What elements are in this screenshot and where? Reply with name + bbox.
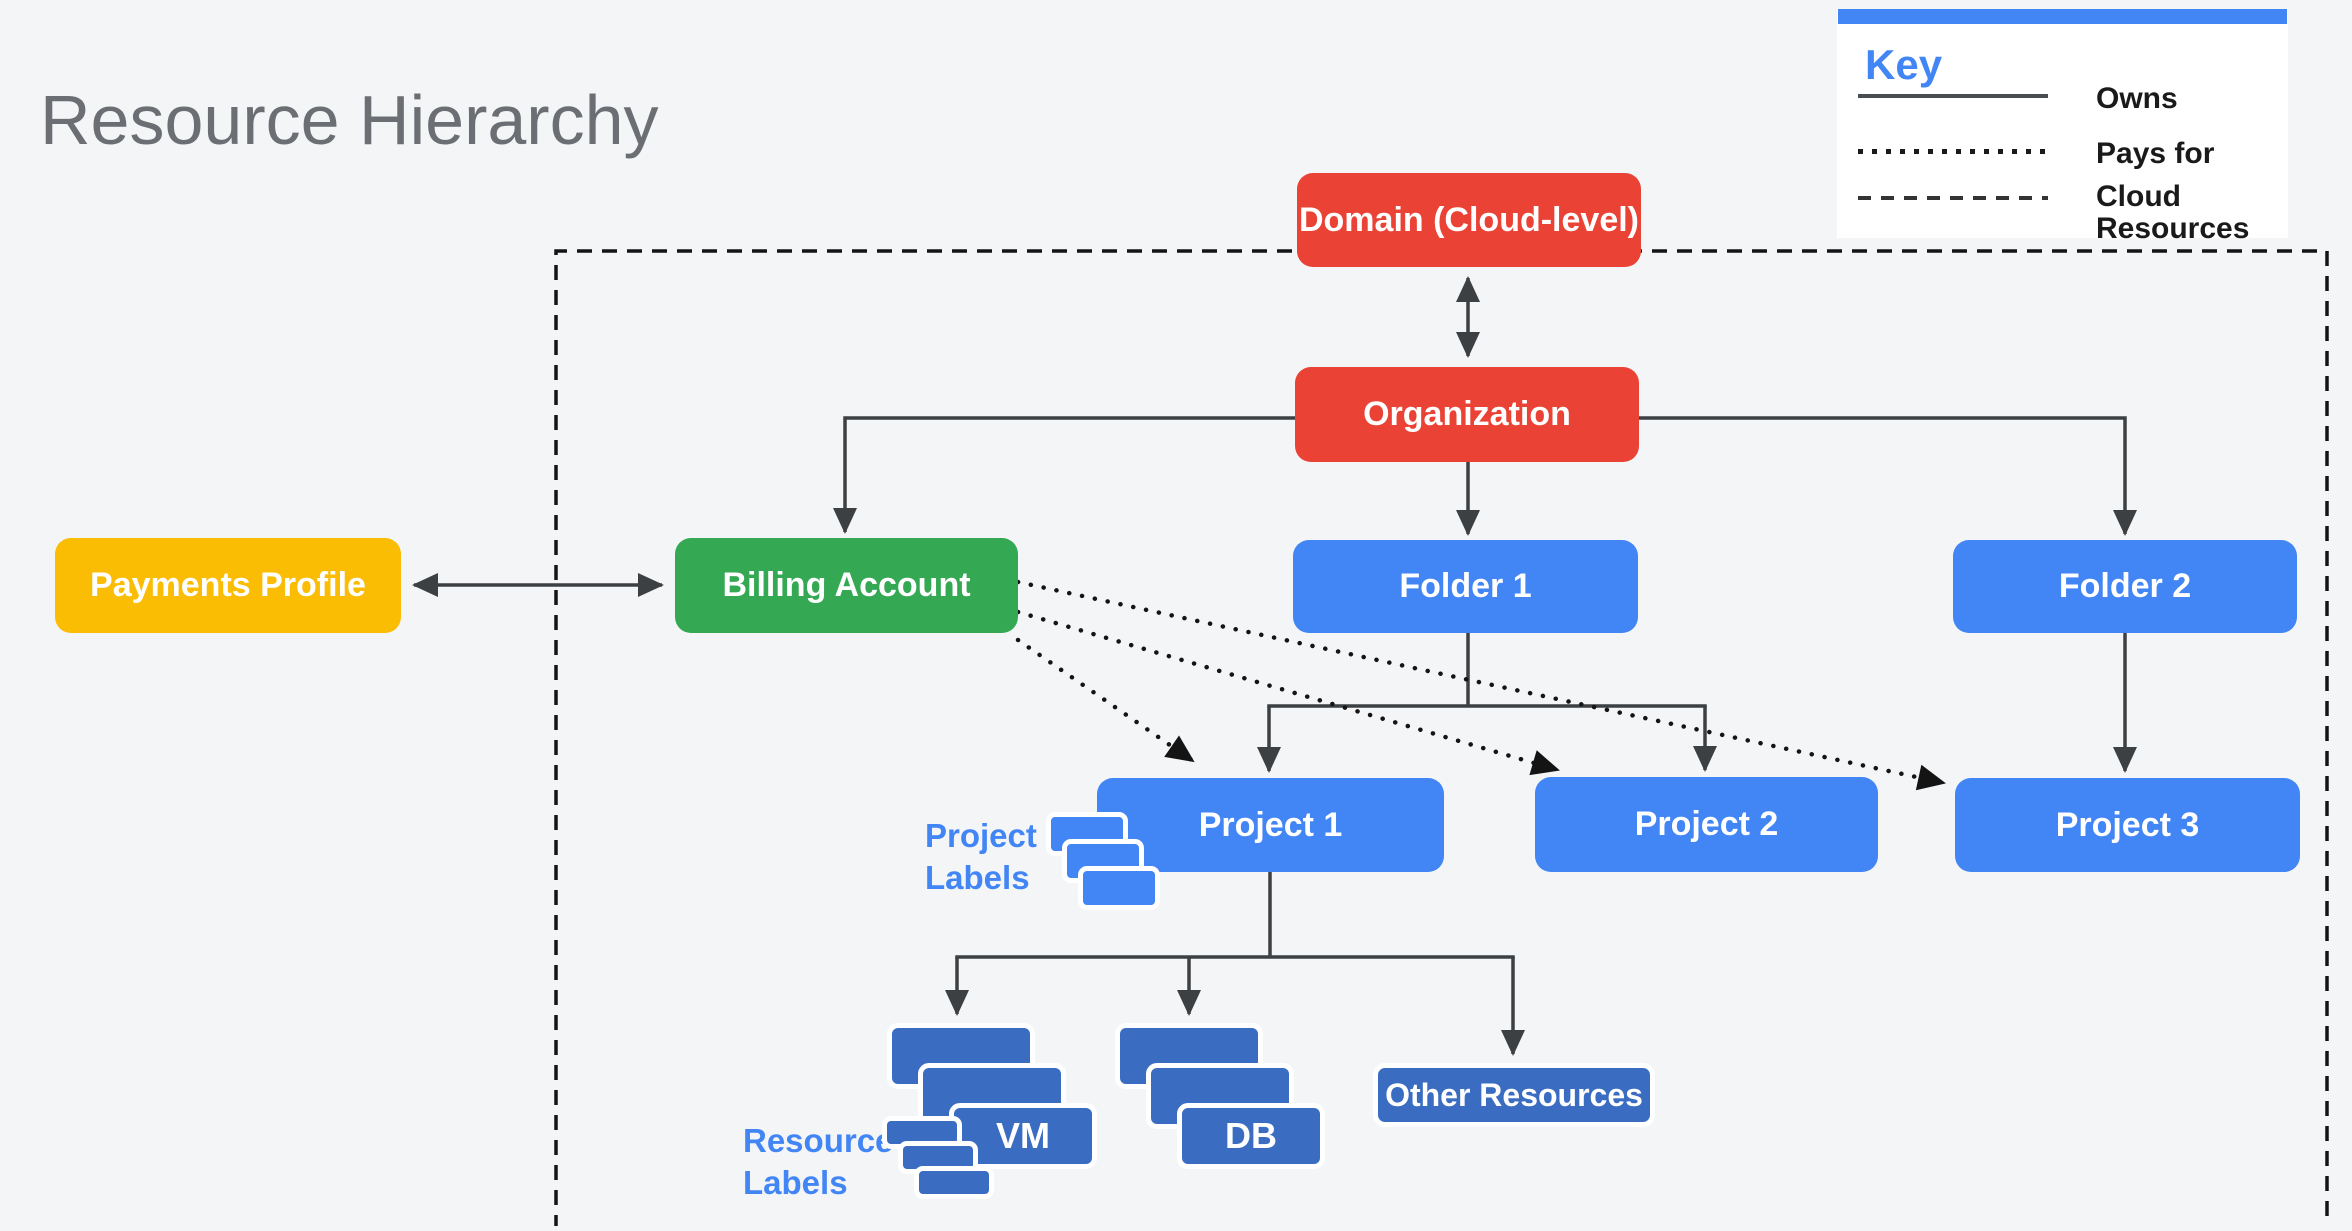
billing-account-label: Billing Account (722, 566, 971, 604)
project-labels-annotation: Project Labels (925, 817, 1037, 896)
other-resources-label: Other Resources (1385, 1076, 1643, 1113)
folder2-node: Folder 2 (1953, 540, 2297, 633)
solid-line-sample (1858, 94, 2048, 98)
project2-node: Project 2 (1535, 777, 1878, 872)
page-title: Resource Hierarchy (40, 81, 659, 159)
db-card: DB (1177, 1103, 1325, 1169)
legend-label-owns: Owns (2096, 82, 2178, 115)
connector-org-billing (833, 416, 1295, 534)
connector-billing-project2-paysfor (1015, 609, 1561, 776)
project3-node: Project 3 (1955, 778, 2300, 872)
connector-billing-project1-paysfor (1015, 637, 1196, 764)
other-resources-node: Other Resources (1373, 1063, 1655, 1127)
organization-label: Organization (1363, 395, 1571, 433)
domain-label: Domain (Cloud-level) (1298, 200, 1640, 239)
folder1-label: Folder 1 (1399, 567, 1532, 605)
payments-profile-label: Payments Profile (90, 566, 366, 604)
payments-profile-node: Payments Profile (55, 538, 401, 633)
label-chip-icon (914, 1166, 994, 1199)
dashed-line-sample (1858, 196, 2048, 200)
project2-label: Project 2 (1634, 805, 1779, 843)
connector-folder1-stem (1267, 633, 1707, 708)
legend-label-pays-for: Pays for (2096, 137, 2215, 170)
project-labels-icon (1046, 812, 1196, 932)
legend-header-bar (1838, 9, 2287, 24)
legend-title: Key (1865, 41, 1943, 88)
label-chip-icon (1078, 866, 1160, 910)
billing-account-node: Billing Account (675, 538, 1018, 633)
legend: Key Owns Pays for Cloud Resources (1837, 9, 2288, 245)
folder1-node: Folder 1 (1293, 540, 1638, 633)
project1-node: Project 1 (1097, 778, 1444, 872)
project3-label: Project 3 (2055, 805, 2200, 844)
organization-node: Organization (1295, 367, 1639, 462)
domain-node: Domain (Cloud-level) (1297, 173, 1641, 267)
vm-label: VM (996, 1115, 1050, 1156)
db-label: DB (1225, 1115, 1277, 1156)
resource-labels-annotation: Resource Labels (743, 1122, 894, 1201)
db-resource-stack: DB (1115, 1023, 1335, 1183)
dotted-line-sample (1858, 149, 2048, 154)
resource-labels-icon (882, 1116, 1032, 1231)
connector-billing-project3-paysfor (1015, 579, 1947, 791)
project1-label: Project 1 (1198, 805, 1343, 844)
connector-project1-stem (955, 872, 1515, 959)
folder2-label: Folder 2 (2058, 567, 2192, 605)
legend-label-cloud-resources: Cloud Resources (2096, 180, 2250, 245)
connector-org-folder2 (1638, 416, 2137, 536)
